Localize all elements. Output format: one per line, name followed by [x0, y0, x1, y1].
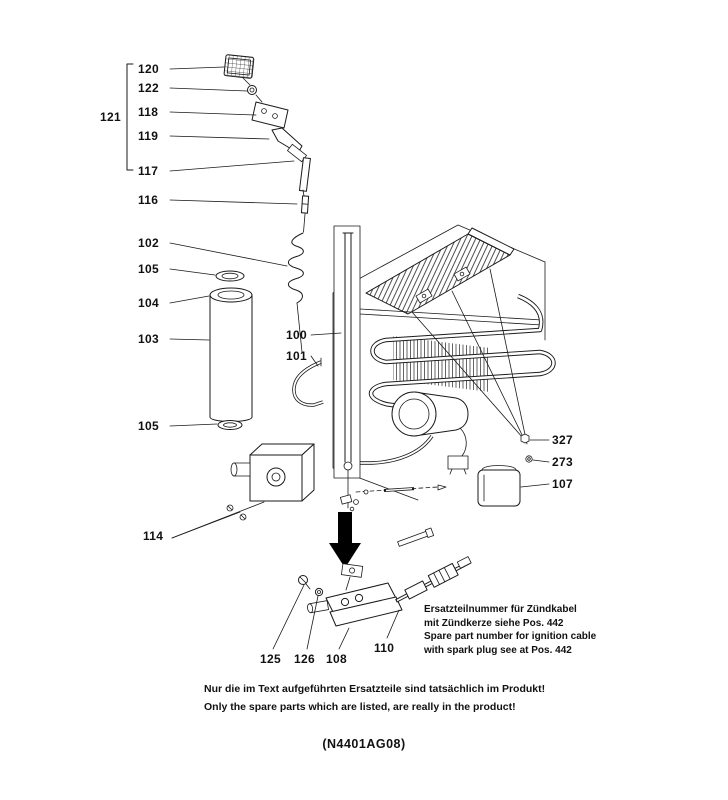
flame-arrester-120 [223, 54, 255, 79]
washer-273 [525, 455, 533, 463]
part-label-105b: 105 [138, 419, 159, 433]
part-label-107: 107 [552, 477, 573, 491]
disclaimer-en: Only the spare parts which are listed, a… [204, 701, 516, 713]
jet-116 [300, 195, 310, 214]
note-de-line2: mit Zündkerze siehe Pos. 442 [424, 617, 564, 629]
disclaimer-de: Nur die im Text aufgeführten Ersatzteile… [204, 683, 546, 695]
part-label-105a: 105 [138, 262, 159, 276]
baffle-spiral-102 [287, 232, 304, 353]
bracket-plate-118 [251, 101, 289, 129]
drawing-code: (N4401AG08) [322, 737, 406, 751]
part-label-126: 126 [294, 652, 315, 666]
container-107 [477, 465, 521, 507]
flue-pipe-assembly [333, 225, 361, 509]
heater-element-114 [226, 443, 315, 521]
bent-tube-101 [292, 357, 324, 407]
burner-tube-117 [287, 143, 311, 192]
chain-line [303, 213, 306, 233]
part-label-102: 102 [138, 236, 159, 250]
part-label-327: 327 [552, 433, 573, 447]
part-label-100: 100 [286, 328, 307, 342]
leader-lines [126, 63, 550, 650]
chain-line [255, 94, 263, 103]
part-label-122: 122 [138, 81, 159, 95]
ignition-note: Ersatzteilnummer für Zündkabel mit Zündk… [424, 603, 596, 657]
part-label-104: 104 [138, 296, 159, 310]
note-en-line2: with spark plug see at Pos. 442 [424, 644, 572, 656]
part-label-118: 118 [138, 105, 159, 119]
part-label-117: 117 [138, 164, 159, 178]
note-de-line1: Ersatzteilnummer für Zündkabel [424, 604, 577, 615]
ignition-cable-110 [395, 527, 472, 603]
condenser-fins [365, 227, 515, 315]
part-label-103: 103 [138, 332, 159, 346]
note-en-line1: Spare part number for ignition cable [424, 631, 597, 642]
part-label-273: 273 [552, 455, 573, 469]
disclaimer: Nur die im Text aufgeführten Ersatzteile… [204, 680, 545, 716]
part-label-114: 114 [143, 529, 164, 543]
electrode-rod [397, 527, 435, 547]
absorber-coil [368, 293, 556, 408]
part-label-110: 110 [374, 641, 395, 655]
part-label-121: 121 [100, 110, 121, 124]
burner-assembly-108 [307, 563, 403, 627]
mounting-bracket [447, 455, 469, 475]
group-bracket-121 [126, 63, 134, 171]
part-label-119: 119 [138, 129, 159, 143]
thermocouple [355, 484, 447, 495]
flue-tube-103 [209, 270, 253, 430]
boiler-unit [391, 391, 469, 437]
retainer-ring-122 [247, 85, 257, 95]
part-label-120: 120 [138, 62, 159, 76]
nut-327 [520, 433, 530, 444]
chain-line [302, 189, 305, 197]
part-label-116: 116 [138, 193, 159, 207]
part-label-108: 108 [326, 652, 347, 666]
part-label-125: 125 [260, 652, 281, 666]
condenser-tube [359, 308, 543, 326]
screw-125 [298, 575, 311, 590]
washer-126 [314, 587, 324, 597]
assembly-direction-arrow [329, 512, 361, 568]
part-label-101: 101 [286, 349, 307, 363]
burner-jet-parts [339, 494, 359, 512]
boiler-outlet-tube [352, 427, 467, 465]
mounting-lines [411, 268, 528, 445]
chain-line [242, 77, 251, 86]
